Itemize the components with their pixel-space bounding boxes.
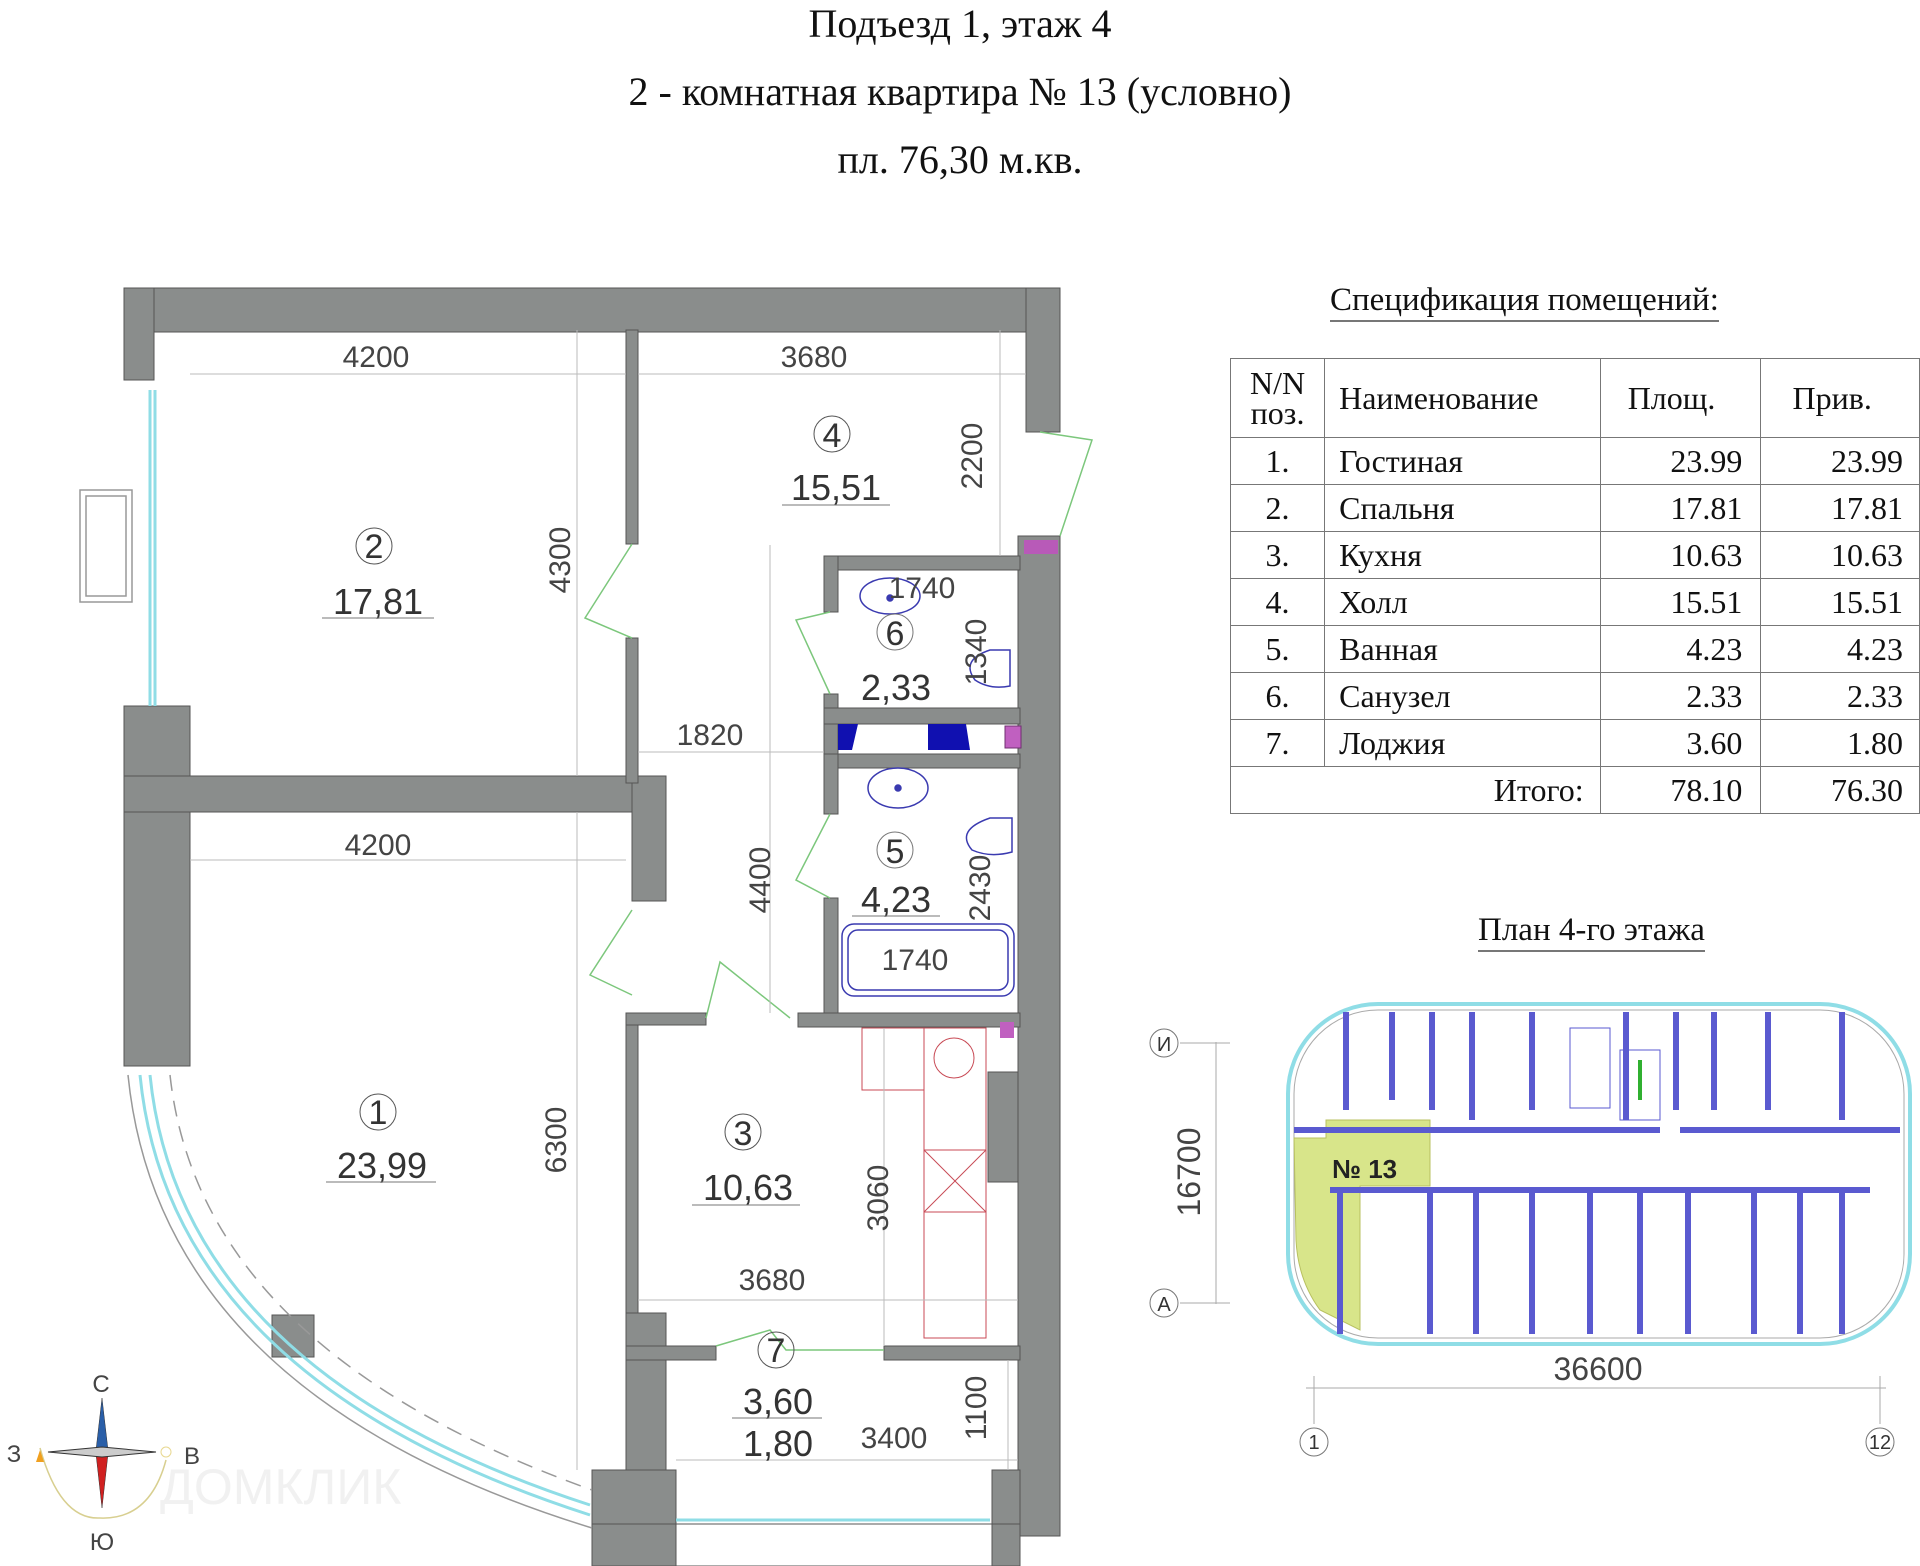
svg-text:10,63: 10,63: [703, 1167, 793, 1208]
dim-living-width: 4200: [345, 829, 412, 862]
room-label-3: 3 10,63: [692, 1113, 800, 1208]
room-label-1: 1 23,99: [326, 1093, 436, 1186]
svg-text:6: 6: [886, 615, 905, 653]
room-label-4: 4 15,51: [782, 415, 890, 508]
apartment-13-highlight: [1293, 1119, 1431, 1331]
svg-text:4,23: 4,23: [861, 879, 931, 920]
compass-rose: С Ю З В ДОМКЛИК: [7, 1371, 402, 1556]
dim-bedroom-depth: 4300: [544, 527, 577, 594]
dimension-lines: [190, 330, 1026, 1470]
kitchen-units: [861, 1027, 987, 1339]
room-label-5: 5 4,23: [852, 831, 940, 920]
dim-kitchen-depth: 3060: [862, 1165, 895, 1232]
dimension-labels: 4200 3680 2200 4300 1740 1340 1820 4200 …: [343, 341, 997, 1455]
svg-text:3: 3: [734, 1115, 753, 1153]
dim-loggia-width: 3400: [861, 1422, 928, 1455]
plumbing-fixtures: [841, 577, 1015, 997]
dim-corridor-width: 1820: [677, 719, 744, 752]
building-floor-plan: № 13 И А 16700 1 12 36600: [1149, 1002, 1912, 1457]
svg-text:4: 4: [823, 417, 842, 455]
col-reduced-header: Прив.: [1760, 358, 1920, 438]
dim-hall-width: 3680: [781, 341, 848, 374]
dim-wc-width: 1740: [889, 572, 956, 605]
compass-south: Ю: [90, 1529, 114, 1556]
axis-label-right: 12: [1869, 1432, 1891, 1454]
room-label-2: 2 17,81: [322, 527, 434, 622]
total-label: Итого:: [1230, 766, 1601, 814]
dim-kitchen-width: 3680: [739, 1264, 806, 1297]
title-area: пл. 76,30 м.кв.: [837, 137, 1083, 182]
svg-text:5: 5: [886, 833, 905, 871]
dim-wc-depth: 1340: [960, 619, 993, 686]
svg-text:3,60: 3,60: [743, 1381, 813, 1422]
total-reduced: 76.30: [1760, 766, 1920, 814]
compass-west: З: [7, 1441, 22, 1468]
total-area: 78.10: [1599, 766, 1762, 814]
axis-label-top: И: [1157, 1034, 1171, 1056]
compass-north: С: [92, 1371, 109, 1398]
floor-height-dim: 16700: [1171, 1128, 1207, 1217]
dim-bedroom-width: 4200: [343, 341, 410, 374]
title-apartment: 2 - комнатная квартира № 13 (условно): [628, 69, 1292, 114]
shaft-fixtures: [838, 540, 1058, 1038]
door-swings: [583, 431, 1093, 1351]
window-sill: [79, 489, 593, 1529]
dim-corridor-depth: 4400: [744, 847, 777, 914]
svg-text:17,81: 17,81: [333, 581, 423, 622]
svg-text:7: 7: [767, 1332, 786, 1370]
dim-hall-depth: 2200: [956, 423, 989, 490]
col-name-header: Наименование: [1324, 358, 1601, 438]
floor-width-dim: 36600: [1554, 1351, 1643, 1387]
svg-text:23,99: 23,99: [337, 1145, 427, 1186]
dim-bath-depth: 2430: [964, 855, 997, 922]
title-entrance-floor: Подъезд 1, этаж 4: [808, 1, 1112, 46]
dim-living-depth: 6300: [540, 1107, 573, 1174]
room-label-6: 6 2,33: [861, 613, 931, 708]
svg-text:2: 2: [365, 528, 384, 566]
axis-label-left: 1: [1308, 1432, 1319, 1454]
svg-text:1,80: 1,80: [743, 1423, 813, 1464]
svg-text:2,33: 2,33: [861, 667, 931, 708]
axis-label-bottom: А: [1157, 1294, 1171, 1316]
svg-text:15,51: 15,51: [791, 467, 881, 508]
col-area-header: Площ.: [1599, 358, 1762, 438]
walls: [123, 287, 1061, 1566]
svg-text:1: 1: [369, 1094, 388, 1132]
compass-east: В: [184, 1443, 200, 1470]
apartment-13-label: № 13: [1332, 1154, 1397, 1184]
floor-plan-title: План 4-го этажа: [1478, 912, 1705, 952]
dim-bath-width: 1740: [882, 944, 949, 977]
windows: [138, 390, 990, 1522]
room-label-7: 7 3,60 1,80: [732, 1331, 822, 1464]
dim-loggia-depth: 1100: [960, 1376, 993, 1441]
spec-title: Спецификация помещений:: [1330, 282, 1719, 322]
watermark: ДОМКЛИК: [160, 1459, 401, 1515]
